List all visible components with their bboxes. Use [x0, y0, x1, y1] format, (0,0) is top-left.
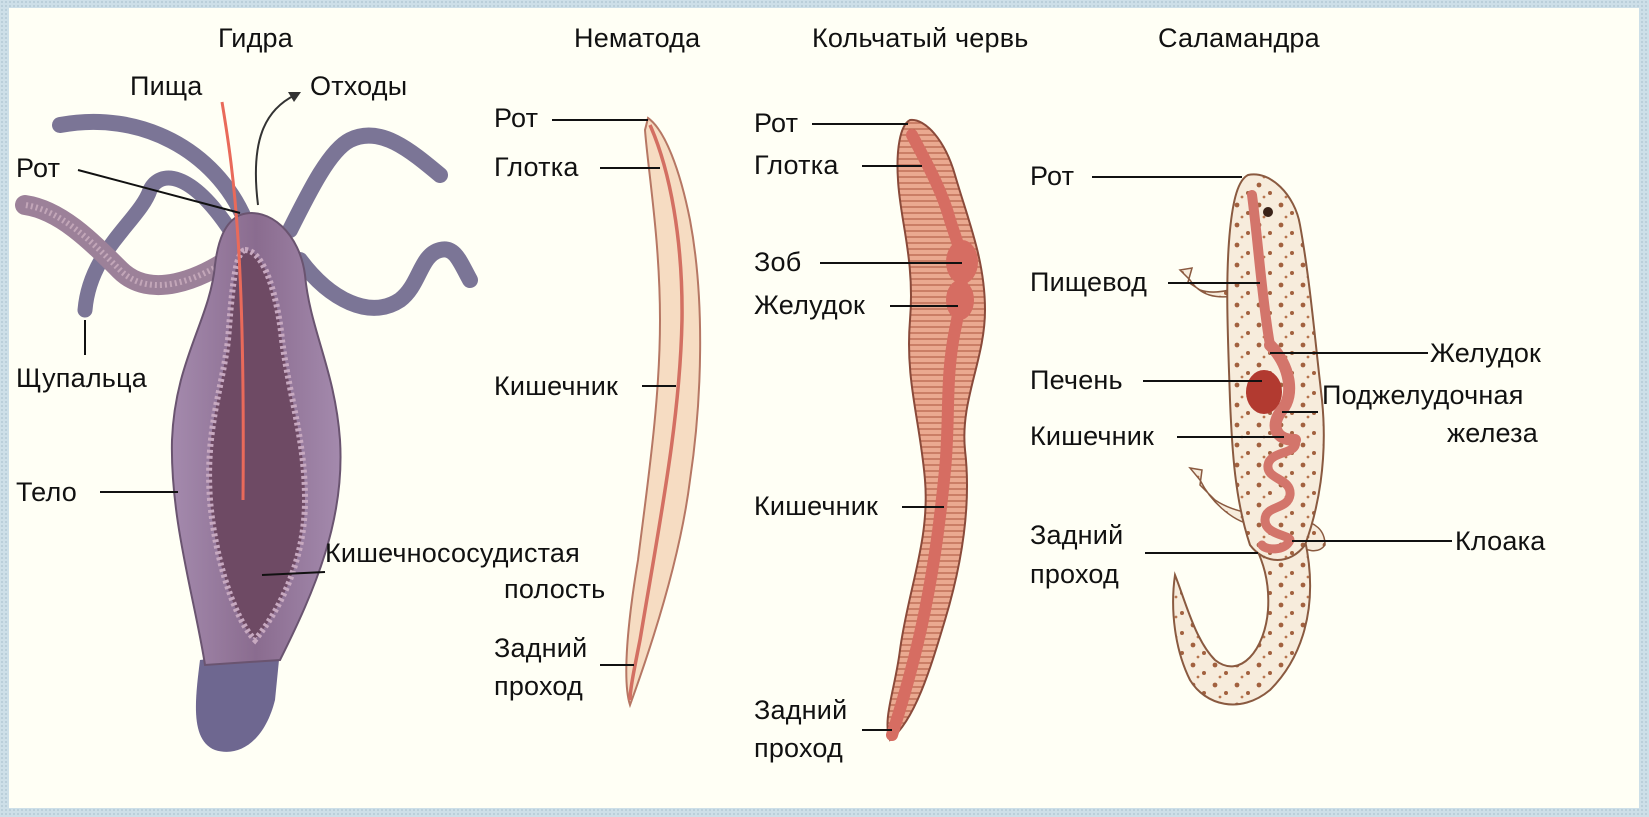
salamander-pancreas-label-line2: железа	[1447, 420, 1538, 447]
salamander-title: Саламандра	[1158, 25, 1320, 52]
salamander-eye	[1263, 207, 1273, 217]
hydra-waste-path	[256, 95, 295, 205]
salamander-cloaca-label: Клоака	[1455, 528, 1545, 555]
salamander-pancreas-label-line1: Поджелудочная	[1322, 382, 1524, 409]
annelid-stomach-shape	[946, 280, 974, 320]
salamander-anus-label-line1: Задний	[1030, 522, 1123, 549]
annelid-figure	[887, 120, 985, 740]
hydra-figure	[25, 92, 470, 752]
salamander-intestine-label: Кишечник	[1030, 423, 1154, 450]
annelid-pharynx-label: Глотка	[754, 152, 839, 179]
hydra-food-label: Пища	[130, 73, 203, 100]
salamander-body	[1227, 174, 1324, 560]
salamander-anus-label-line2: проход	[1030, 561, 1119, 588]
nematode-anus-label-line1: Задний	[494, 635, 587, 662]
annelid-title: Кольчатый червь	[812, 25, 1029, 52]
annelid-body	[887, 120, 985, 740]
nematode-anus-label-line2: проход	[494, 673, 583, 700]
salamander-tail	[1173, 540, 1310, 704]
salamander-figure	[1173, 174, 1325, 704]
hydra-cavity-label-line1: Кишечнососудистая	[325, 540, 580, 567]
nematode-title: Нематода	[574, 25, 700, 52]
annelid-crop-label: Зоб	[754, 249, 801, 276]
annelid-anus-label-line2: проход	[754, 735, 843, 762]
nematode-body	[626, 118, 700, 705]
hydra-body-label: Тело	[16, 479, 77, 506]
nematode-mouth-label: Рот	[494, 105, 538, 132]
salamander-liver-label: Печень	[1030, 367, 1123, 394]
salamander-mouth-label: Рот	[1030, 163, 1074, 190]
hydra-tentacles-label: Щупальца	[16, 365, 147, 392]
annelid-stomach-label: Желудок	[754, 292, 865, 319]
annelid-anus-label-line1: Задний	[754, 697, 847, 724]
annelid-mouth-label: Рот	[754, 110, 798, 137]
hydra-cavity-label-line2: полость	[504, 576, 605, 603]
nematode-figure	[626, 118, 700, 705]
salamander-esophagus-label: Пищевод	[1030, 269, 1147, 296]
nematode-intestine-label: Кишечник	[494, 373, 618, 400]
hydra-tentacle	[300, 249, 470, 307]
salamander-stomach-label: Желудок	[1430, 340, 1541, 367]
hydra-title: Гидра	[218, 25, 293, 52]
hydra-tentacle	[290, 135, 440, 230]
nematode-pharynx-label: Глотка	[494, 154, 579, 181]
annelid-intestine-label: Кишечник	[754, 493, 878, 520]
hydra-waste-label: Отходы	[310, 73, 407, 100]
hydra-mouth-label: Рот	[16, 155, 60, 182]
